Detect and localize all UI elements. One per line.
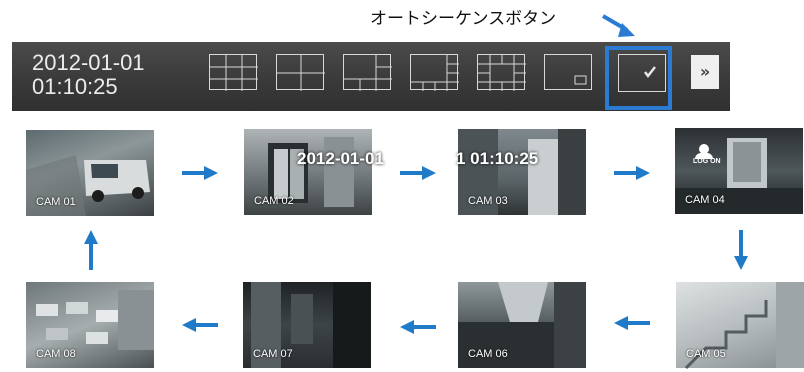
camera-feed-image <box>268 137 354 207</box>
grid-4x4-icon <box>478 55 526 91</box>
camera-osd-time: 1 01:10:25 <box>456 149 539 168</box>
camera-label: CAM 04 <box>685 194 725 206</box>
date-text: 2012-01-01 <box>32 50 145 75</box>
layout-1plus7-icon <box>411 55 459 91</box>
layout-1plus7-button[interactable] <box>410 54 459 91</box>
auto-sequence-callout-label: オートシーケンスボタン <box>370 9 557 29</box>
layout-pip-button[interactable] <box>544 54 592 90</box>
camera-feed-image <box>684 282 804 370</box>
camera-label: CAM 05 <box>686 348 726 360</box>
camera-label: CAM 07 <box>253 348 293 360</box>
arrow-left-icon <box>182 318 218 332</box>
camera-tile[interactable]: CAM 08 <box>26 282 154 368</box>
camera-feed-image <box>26 155 150 216</box>
camera-label: CAM 08 <box>36 348 76 360</box>
arrow-right-icon <box>400 166 436 180</box>
camera-tile[interactable]: CAM 05 <box>676 282 804 370</box>
user-icon <box>699 144 709 154</box>
camera-label: CAM 03 <box>468 195 508 207</box>
arrow-right-icon <box>614 166 650 180</box>
camera-feed-image <box>458 282 586 368</box>
time-text: 01:10:25 <box>32 74 118 99</box>
camera-tile[interactable]: LOG ON CAM 04 <box>675 128 803 214</box>
layout-4x4-button[interactable] <box>477 54 526 91</box>
grid-2x2-icon <box>277 55 325 91</box>
toolbar: 2012-01-01 01:10:25 <box>12 42 730 111</box>
camera-tile[interactable]: 1 01:10:25 CAM 03 <box>456 129 586 215</box>
layout-1plus5-button[interactable] <box>343 54 392 91</box>
camera-tile[interactable]: CAM 06 <box>458 282 586 368</box>
logon-overlay: LOG ON <box>693 158 721 165</box>
camera-label: CAM 06 <box>468 348 508 360</box>
grid-3x3-icon <box>210 55 258 91</box>
datetime-display: 2012-01-01 01:10:25 <box>32 51 145 99</box>
camera-feed-image <box>36 290 154 350</box>
layout-3x3-button[interactable] <box>209 54 258 91</box>
checkmark-icon <box>644 66 656 79</box>
auto-sequence-button[interactable] <box>618 54 666 92</box>
auto-sequence-highlight <box>605 46 672 110</box>
camera-feed-image <box>251 282 371 368</box>
arrow-left-icon <box>400 320 436 334</box>
camera-feed-image <box>458 129 586 215</box>
pip-icon <box>574 75 587 85</box>
camera-tile[interactable]: CAM 01 <box>26 130 154 216</box>
camera-feed-image <box>675 138 803 214</box>
arrow-down-icon <box>734 230 748 270</box>
camera-label: CAM 01 <box>36 196 76 208</box>
camera-tile[interactable]: 2012-01-01 CAM 02 <box>244 129 384 215</box>
layout-2x2-button[interactable] <box>276 54 325 91</box>
callout-arrow-icon <box>601 14 635 37</box>
next-page-button[interactable]: » <box>691 55 719 89</box>
layout-1plus5-icon <box>344 55 392 91</box>
camera-tile[interactable]: CAM 07 <box>243 282 371 368</box>
arrow-left-icon <box>614 316 650 330</box>
camera-osd-date: 2012-01-01 <box>297 149 384 168</box>
arrow-right-icon <box>182 166 218 180</box>
arrow-up-icon <box>84 230 98 270</box>
camera-label: CAM 02 <box>254 195 294 207</box>
